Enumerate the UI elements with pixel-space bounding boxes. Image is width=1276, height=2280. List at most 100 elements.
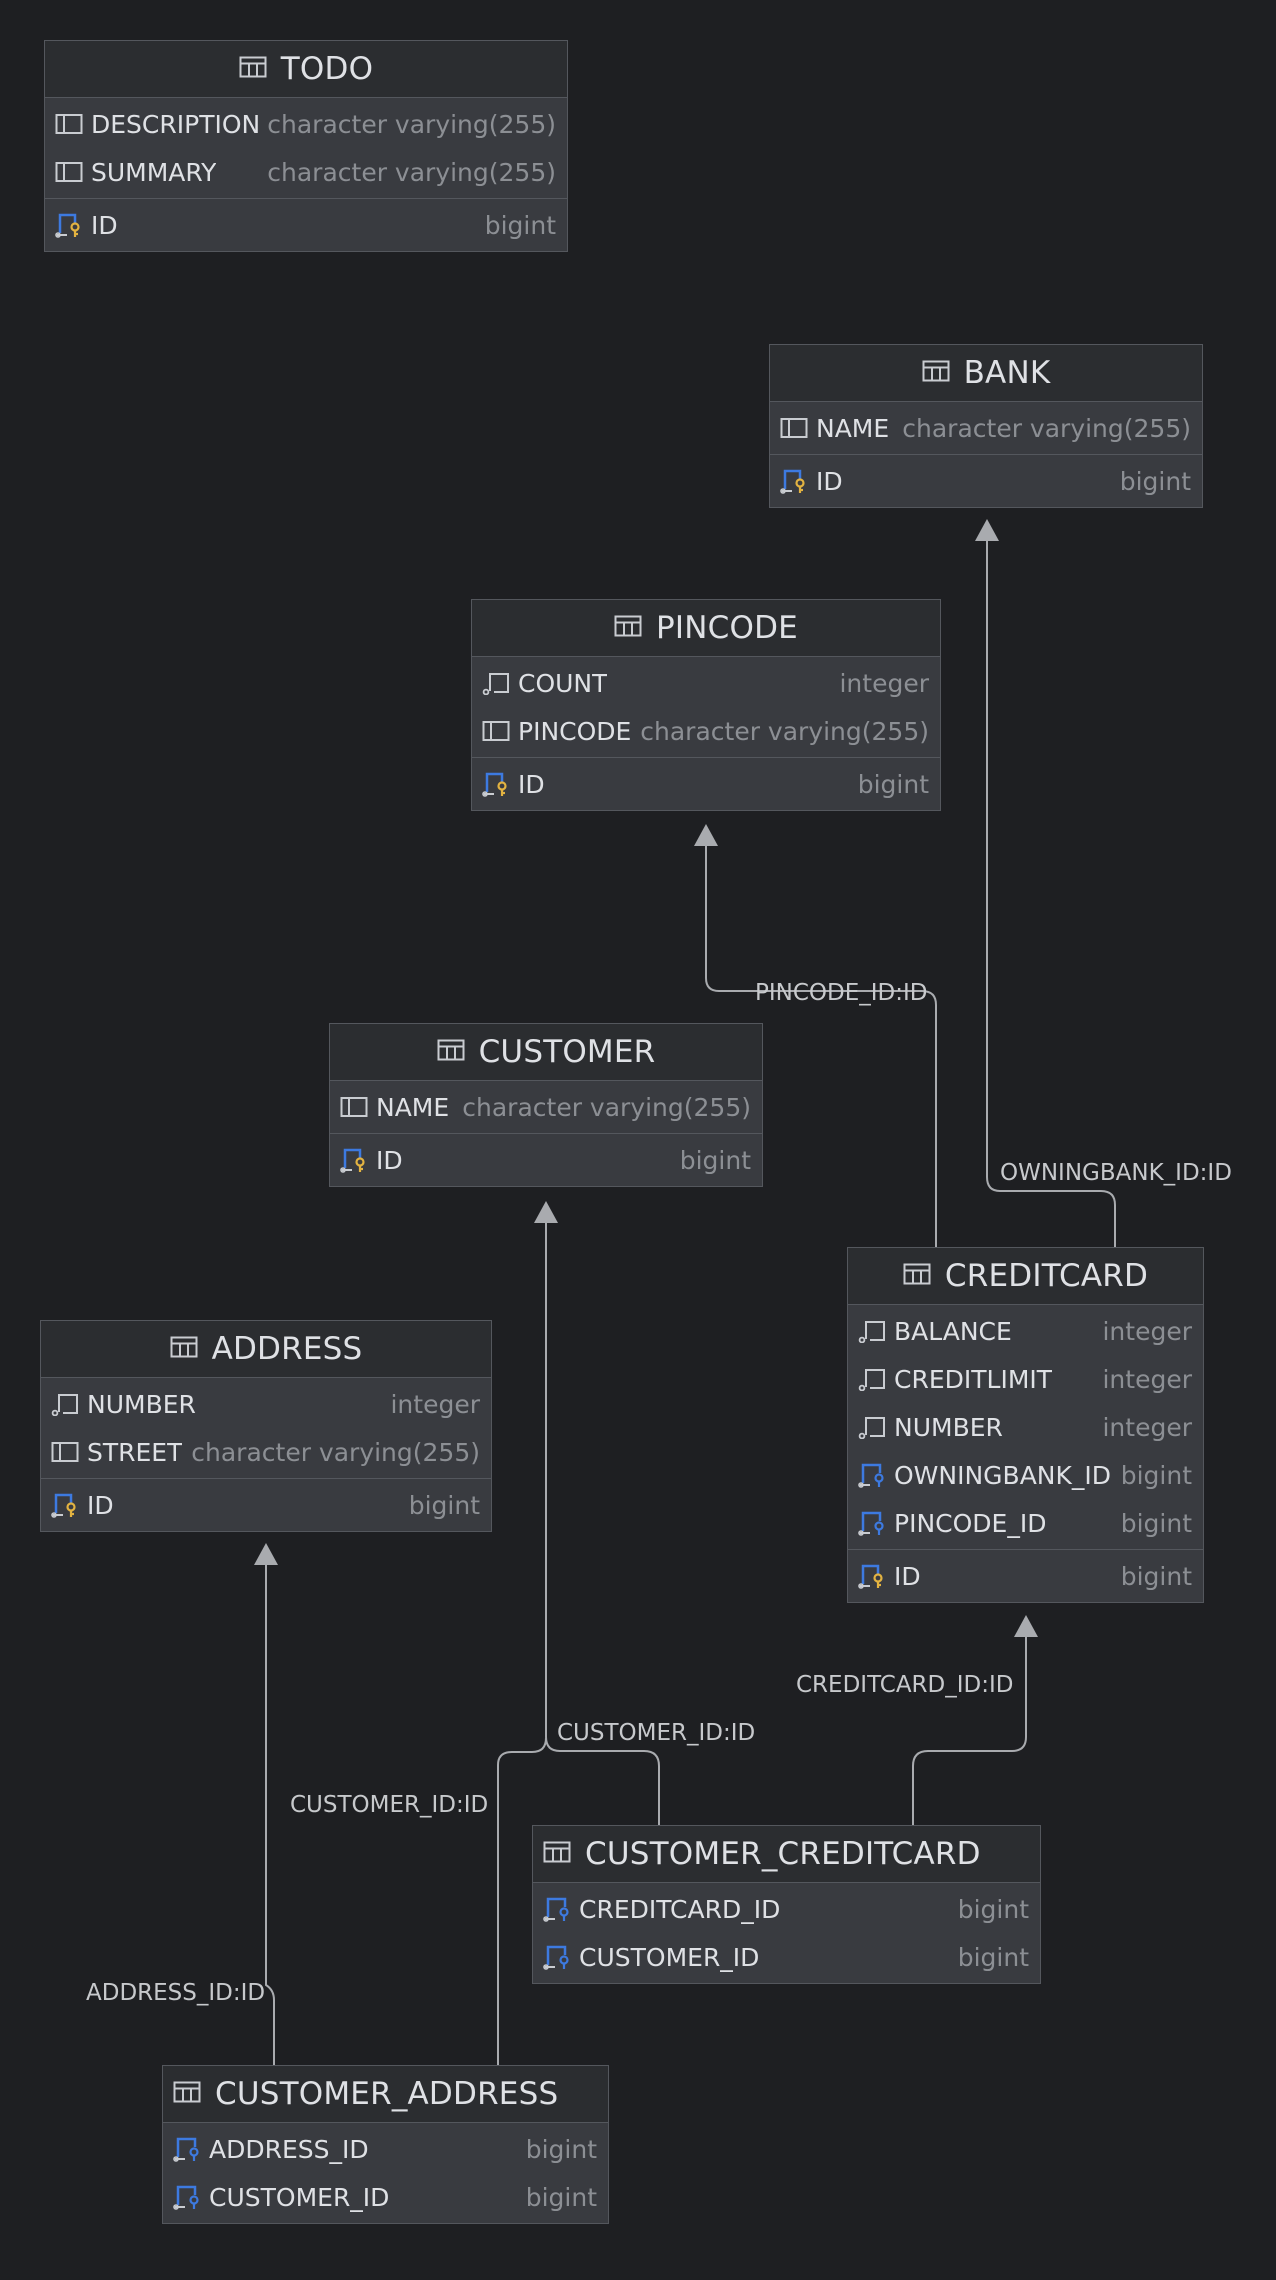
key-type: bigint [1119, 466, 1191, 496]
column-row[interactable]: NAME character varying(255) [770, 404, 1202, 452]
key-separator [848, 1549, 1203, 1550]
key-separator [41, 1478, 491, 1479]
edge-label-owningbank-id: OWNINGBANK_ID:ID [1000, 1160, 1232, 1186]
column-type: bigint [957, 1894, 1029, 1924]
column-type: character varying(255) [640, 716, 929, 746]
key-row[interactable]: ID bigint [472, 760, 940, 808]
table-header[interactable]: CUSTOMER_CREDITCARD [533, 1826, 1040, 1883]
column-row[interactable]: BALANCE integer [848, 1307, 1203, 1355]
column-row[interactable]: NUMBER integer [41, 1380, 491, 1428]
foreign-key-icon [543, 1894, 575, 1924]
column-row[interactable]: DESCRIPTION character varying(255) [45, 100, 567, 148]
column-name: DESCRIPTION [91, 109, 261, 139]
foreign-key-icon [543, 1942, 575, 1972]
table-icon [437, 1034, 465, 1070]
table-header[interactable]: CREDITCARD [848, 1248, 1203, 1305]
column-name: CREDITCARD_ID [579, 1894, 779, 1924]
column-row[interactable]: NAME character varying(255) [330, 1083, 762, 1131]
key-type: bigint [1120, 1561, 1192, 1591]
table-header[interactable]: TODO [45, 41, 567, 98]
column-row[interactable]: CREDITCARD_ID bigint [533, 1885, 1040, 1933]
table-customer-address[interactable]: CUSTOMER_ADDRESS ADDRESS_ID bigint CUSTO… [162, 2065, 609, 2224]
edge-address-id [265, 1560, 275, 2065]
table-title: PINCODE [656, 610, 798, 646]
column-icon [482, 716, 514, 746]
primary-key-icon [340, 1145, 372, 1175]
column-icon [340, 1092, 372, 1122]
table-icon [903, 1258, 931, 1294]
table-customer-creditcard[interactable]: CUSTOMER_CREDITCARD CREDITCARD_ID bigint… [532, 1825, 1041, 1984]
column-icon [55, 109, 87, 139]
arrowhead-customer [534, 1201, 558, 1223]
edge-label-customer-id-addr: CUSTOMER_ID:ID [290, 1792, 489, 1818]
table-customer[interactable]: CUSTOMER NAME character varying(255) ID … [329, 1023, 763, 1187]
column-type: bigint [525, 2134, 597, 2164]
table-title: CUSTOMER_ADDRESS [215, 2076, 559, 2112]
arrowhead-creditcard [1014, 1615, 1038, 1637]
column-name: ADDRESS_ID [209, 2134, 369, 2164]
column-name: BALANCE [894, 1316, 1012, 1346]
key-row[interactable]: ID bigint [848, 1552, 1203, 1600]
primary-key-icon [51, 1490, 83, 1520]
key-row[interactable]: ID bigint [45, 201, 567, 249]
column-type: character varying(255) [902, 413, 1191, 443]
column-row[interactable]: CREDITLIMIT integer [848, 1355, 1203, 1403]
arrowhead-bank [975, 519, 999, 541]
table-header[interactable]: CUSTOMER_ADDRESS [163, 2066, 608, 2123]
table-address[interactable]: ADDRESS NUMBER integer STREET character … [40, 1320, 492, 1532]
column-name: CUSTOMER_ID [579, 1942, 760, 1972]
column-name: NAME [816, 413, 890, 443]
column-numeric-icon [51, 1389, 83, 1419]
column-name: NUMBER [894, 1412, 1003, 1442]
column-row[interactable]: PINCODE_ID bigint [848, 1499, 1203, 1547]
column-row[interactable]: ADDRESS_ID bigint [163, 2125, 608, 2173]
column-type: character varying(255) [191, 1437, 480, 1467]
column-row[interactable]: STREET character varying(255) [41, 1428, 491, 1476]
column-row[interactable]: COUNT integer [472, 659, 940, 707]
column-numeric-icon [858, 1412, 890, 1442]
key-name: ID [894, 1561, 921, 1591]
key-type: bigint [857, 769, 929, 799]
key-separator [472, 757, 940, 758]
arrowhead-address [254, 1543, 278, 1565]
foreign-key-icon [173, 2182, 205, 2212]
table-header[interactable]: PINCODE [472, 600, 940, 657]
table-header[interactable]: ADDRESS [41, 1321, 491, 1378]
column-row[interactable]: PINCODE character varying(255) [472, 707, 940, 755]
edge-label-creditcard-id: CREDITCARD_ID:ID [796, 1672, 1014, 1698]
table-creditcard[interactable]: CREDITCARD BALANCE integer CREDITLIMIT i… [847, 1247, 1204, 1603]
key-row[interactable]: ID bigint [330, 1136, 762, 1184]
table-header[interactable]: CUSTOMER [330, 1024, 762, 1081]
column-row[interactable]: CUSTOMER_ID bigint [533, 1933, 1040, 1981]
table-icon [543, 1836, 571, 1872]
key-row[interactable]: ID bigint [770, 457, 1202, 505]
column-row[interactable]: OWNINGBANK_ID bigint [848, 1451, 1203, 1499]
edge-label-address-id: ADDRESS_ID:ID [86, 1980, 266, 2006]
column-type: integer [390, 1389, 480, 1419]
table-title: BANK [963, 355, 1051, 391]
column-numeric-icon [858, 1316, 890, 1346]
column-row[interactable]: SUMMARY character varying(255) [45, 148, 567, 196]
column-name: SUMMARY [91, 157, 217, 187]
column-type: integer [1102, 1412, 1192, 1442]
column-row[interactable]: NUMBER integer [848, 1403, 1203, 1451]
primary-key-icon [780, 466, 812, 496]
key-name: ID [518, 769, 545, 799]
edge-pincode-id [705, 844, 937, 1247]
column-row[interactable]: CUSTOMER_ID bigint [163, 2173, 608, 2221]
table-todo[interactable]: TODO DESCRIPTION character varying(255) … [44, 40, 568, 252]
key-separator [45, 198, 567, 199]
table-header[interactable]: BANK [770, 345, 1202, 402]
column-type: integer [1102, 1316, 1192, 1346]
table-title: CUSTOMER [478, 1034, 656, 1070]
column-name: NAME [376, 1092, 450, 1122]
column-name: OWNINGBANK_ID [894, 1460, 1112, 1490]
primary-key-icon [55, 210, 87, 240]
foreign-key-icon [858, 1508, 890, 1538]
table-pincode[interactable]: PINCODE COUNT integer PINCODE character … [471, 599, 941, 811]
table-bank[interactable]: BANK NAME character varying(255) ID bigi… [769, 344, 1203, 508]
key-row[interactable]: ID bigint [41, 1481, 491, 1529]
edge-label-pincode-id: PINCODE_ID:ID [755, 980, 928, 1006]
column-type: bigint [1120, 1460, 1192, 1490]
